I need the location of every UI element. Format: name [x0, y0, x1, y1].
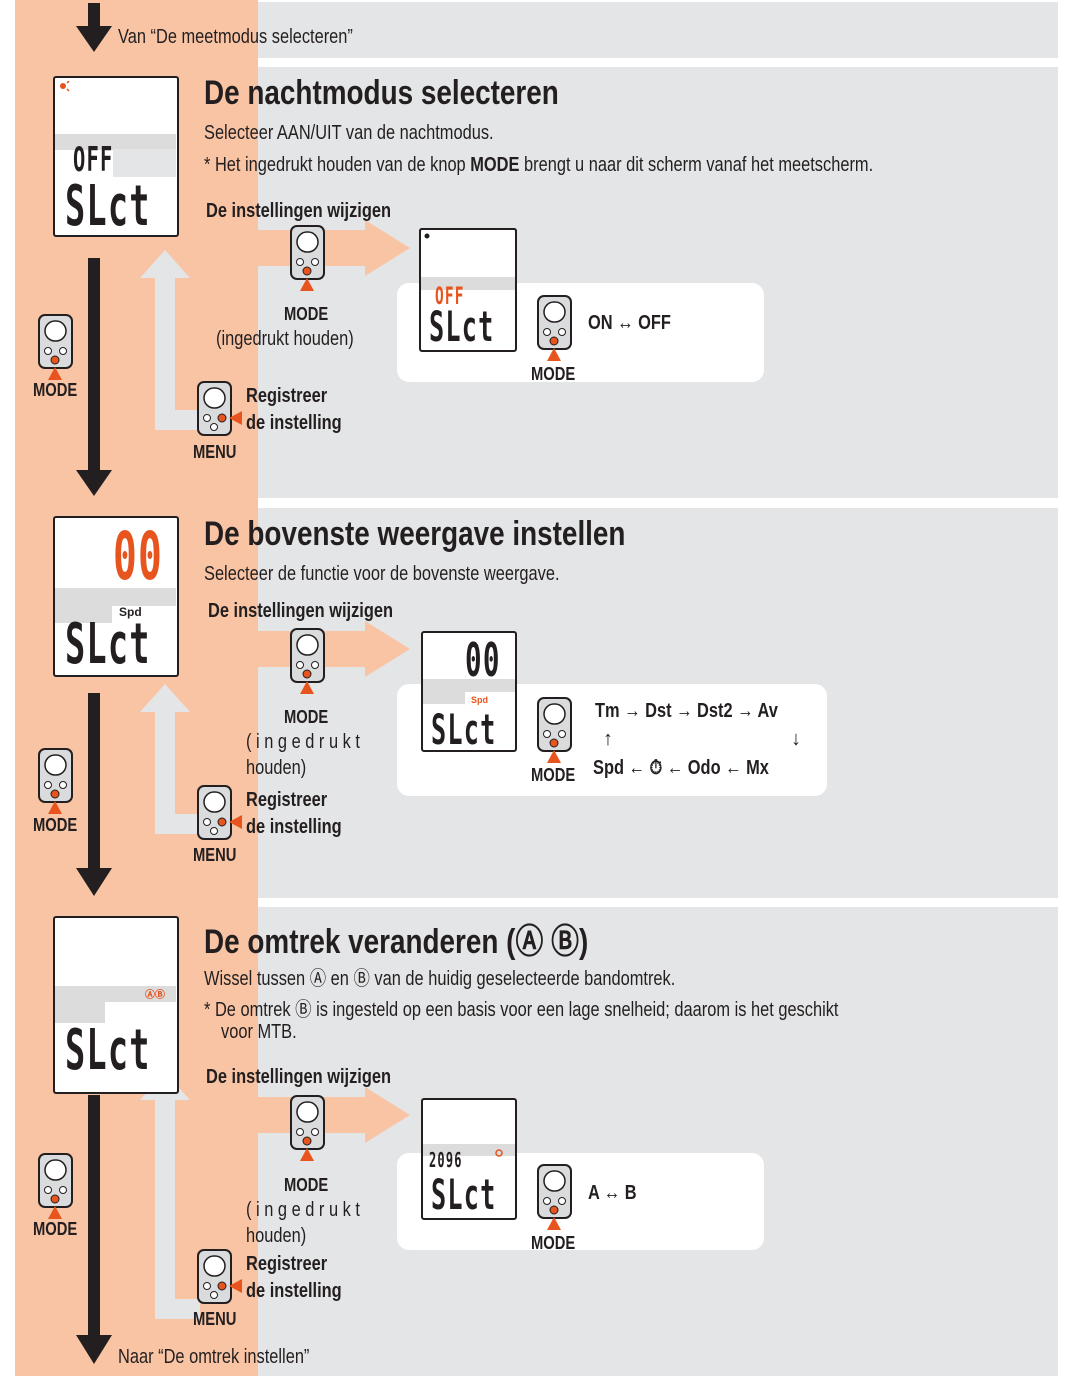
lcd-top-preview: 00 Spd SLct [421, 631, 517, 754]
device-icon [290, 1095, 325, 1161]
section3-note-2: voor MTB. [221, 1021, 297, 1043]
device-icon [290, 628, 325, 694]
section1-option: ON ↔ OFF [588, 312, 671, 334]
device-icon [38, 1153, 73, 1219]
device-menu-3[interactable] [196, 1248, 244, 1311]
bottom-link: Naar “De omtrek instellen” [118, 1346, 310, 1368]
lcd-circ-preview: 2096 SLct [421, 1098, 517, 1220]
lcd-slct-preview-3: SLct [431, 705, 497, 754]
device-menu-icon [197, 1249, 242, 1304]
lcd-slct-preview-4: SLct [431, 1170, 497, 1219]
lcd-top-main: 00 Spd SLct [53, 516, 179, 677]
device-menu-2[interactable] [196, 784, 244, 847]
section2-cycle-top: Tm → Dst → Dst2 → Av [595, 700, 778, 722]
device-icon [537, 1164, 572, 1230]
lcd-spd: Spd [119, 605, 142, 619]
hold-label-3b: houden) [246, 1225, 307, 1247]
lcd-slct-3: SLct [65, 1018, 151, 1083]
section1-note: * Het ingedrukt houden van de knop MODE … [204, 154, 874, 176]
device-mode-left-1[interactable] [37, 313, 75, 388]
register-2b: de instelling [246, 816, 342, 838]
top-link: Van “De meetmodus selecteren” [118, 26, 353, 48]
section2-cycle-up: ↑ [603, 728, 613, 750]
device-menu-icon [197, 381, 242, 436]
section2-desc: Selecteer de functie voor de bovenste we… [204, 563, 560, 585]
section2-cycle-bottom: Spd ← ⏱ ← Odo ← Mx [593, 757, 769, 779]
mode-left-label-1: MODE [33, 380, 78, 400]
section3-change-heading: De instellingen wijzigen [206, 1066, 391, 1088]
device-mode-hold-3[interactable] [289, 1094, 327, 1169]
lcd-spd-preview: Spd [471, 695, 488, 705]
mode-label-2b: MODE [531, 765, 576, 785]
menu-label-2: MENU [193, 845, 237, 865]
lcd-circ-value: 2096 [429, 1148, 463, 1172]
lcd-circ-main: ⒶⒷ SLct [53, 916, 179, 1094]
lcd-ab: ⒶⒷ [145, 990, 165, 1001]
mode-label-1a: MODE [284, 304, 329, 324]
register-3a: Registreer [246, 1253, 328, 1275]
register-1a: Registreer [246, 385, 328, 407]
mode-label-1b: MODE [531, 364, 576, 384]
section3-desc: Wissel tussen Ⓐ en Ⓑ van de huidig gesel… [204, 968, 676, 990]
mode-label-3b: MODE [531, 1233, 576, 1253]
hold-label-2b: houden) [246, 757, 307, 779]
device-mode-3b[interactable] [536, 1163, 574, 1238]
device-mode-2b[interactable] [536, 696, 574, 771]
section1-title: De nachtmodus selecteren [204, 74, 559, 112]
mode-label-3a: MODE [284, 1175, 329, 1195]
section2-cycle-down: ↓ [791, 728, 801, 750]
menu-label-1: MENU [193, 442, 237, 462]
lcd-off: OFF [73, 140, 114, 180]
mode-label-2a: MODE [284, 707, 329, 727]
device-mode-hold-2[interactable] [289, 627, 327, 702]
b-indicator-icon [495, 1149, 503, 1157]
section3-note-1: * De omtrek Ⓑ is ingesteld op een basis … [204, 999, 839, 1021]
device-mode-left-2[interactable] [37, 747, 75, 822]
section1-desc: Selecteer AAN/UIT van de nachtmodus. [204, 122, 494, 144]
night-icon [60, 81, 70, 92]
register-1b: de instelling [246, 412, 342, 434]
register-3b: de instelling [246, 1280, 342, 1302]
lcd-digits-preview: 00 [465, 633, 501, 687]
hold-label-1: (ingedrukt houden) [216, 328, 354, 350]
mode-left-label-3: MODE [33, 1219, 78, 1239]
device-menu-icon [197, 785, 242, 840]
device-mode-1b[interactable] [536, 294, 574, 369]
menu-label-3: MENU [193, 1309, 237, 1329]
section3-title: De omtrek veranderen (Ⓐ Ⓑ) [204, 923, 589, 961]
lcd-digits: 00 [113, 518, 164, 595]
device-mode-hold-1[interactable] [289, 224, 327, 299]
device-icon [290, 225, 325, 291]
device-menu-1[interactable] [196, 380, 244, 443]
lcd-night-main: OFF SLct [53, 76, 179, 239]
device-icon [38, 314, 73, 380]
mode-left-label-2: MODE [33, 815, 78, 835]
device-icon [38, 748, 73, 814]
hold-label-2a: ( i n g e d r u k t [246, 731, 360, 753]
lcd-slct: SLct [65, 174, 151, 239]
lcd-slct-preview-2: SLct [429, 302, 495, 351]
section1-change-heading: De instellingen wijzigen [206, 200, 391, 222]
device-icon [537, 697, 572, 763]
lcd-slct-2: SLct [65, 612, 151, 677]
section2-change-heading: De instellingen wijzigen [208, 600, 393, 622]
device-mode-left-3[interactable] [37, 1152, 75, 1227]
device-icon [537, 295, 572, 361]
section3-option: A ↔ B [588, 1182, 637, 1204]
section2-title: De bovenste weergave instellen [204, 515, 626, 553]
lcd-off-preview-2: OFF [435, 282, 465, 310]
register-2a: Registreer [246, 789, 328, 811]
hold-label-3a: ( i n g e d r u k t [246, 1199, 360, 1221]
